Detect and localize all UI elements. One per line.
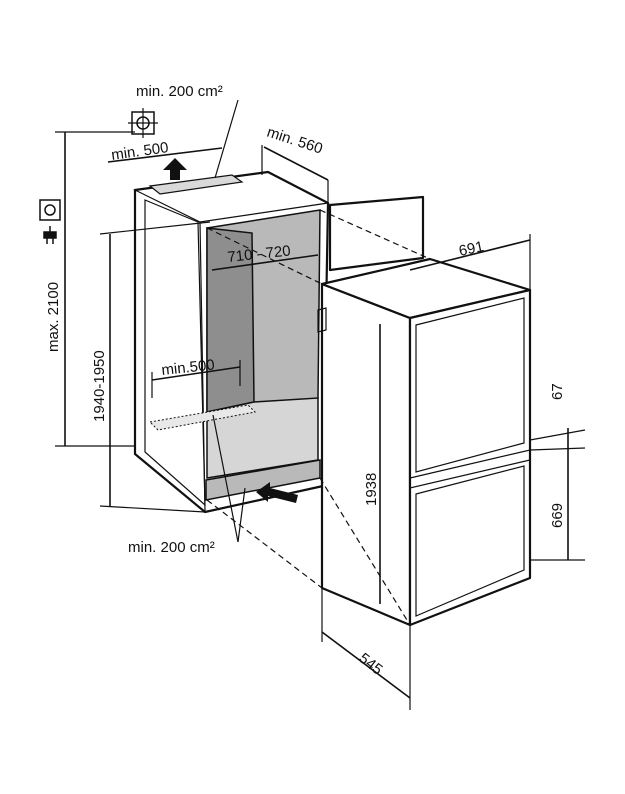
niche-cabinet (132, 170, 330, 514)
label-niche-depth-top: min. 500 (110, 139, 169, 164)
label-appliance-depth: 545 (356, 650, 386, 679)
projection-lines (206, 145, 431, 626)
label-vent-top: min. 200 cm² (136, 83, 223, 100)
niche-floor (206, 397, 319, 479)
fridge-appliance (317, 257, 532, 627)
vent-grid-icon (128, 108, 158, 138)
airflow-in-arrow-icon (256, 482, 298, 503)
label-lower-door: 669 (549, 503, 566, 528)
bottom-vent-slot (148, 404, 257, 431)
plug-icon (43, 226, 57, 244)
label-appliance-width: 691 (457, 238, 485, 260)
label-vent-bottom: min. 200 cm² (128, 539, 215, 556)
airflow-up-arrow-icon (163, 158, 187, 180)
label-gap: 67 (549, 383, 566, 400)
label-niche-height-max: max. 2100 (45, 282, 62, 352)
power-socket-icon (39, 199, 61, 221)
top-vent-slot (148, 174, 244, 195)
dimension-lines (55, 99, 586, 710)
open-door-panel (328, 195, 425, 272)
label-niche-height: 1940-1950 (91, 350, 108, 422)
label-appliance-height: 1938 (363, 473, 380, 506)
label-niche-depth-bottom: min.500 (161, 356, 216, 378)
label-niche-width: 710 - 720 (227, 242, 292, 266)
